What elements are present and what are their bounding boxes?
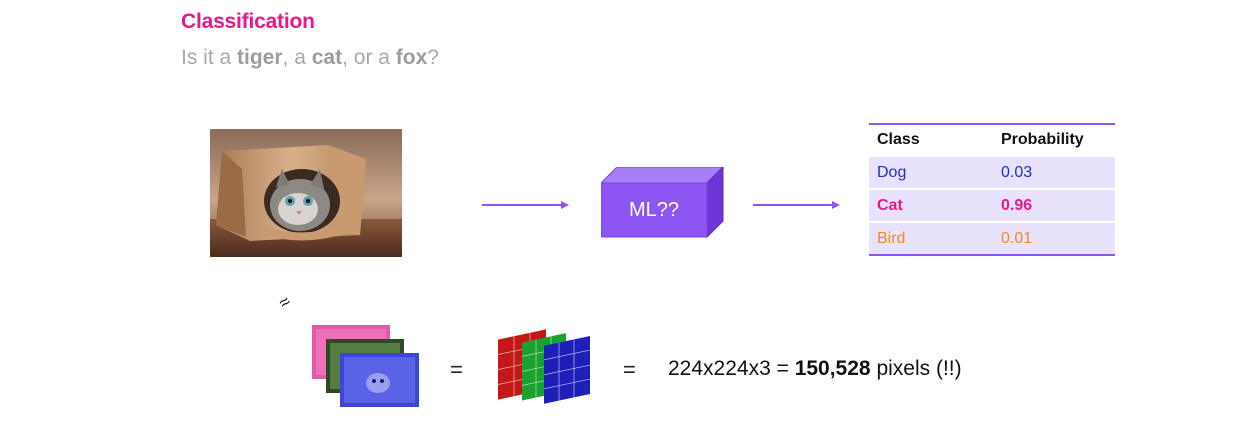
- table-row-cat: Cat 0.96: [869, 188, 1115, 222]
- formula-suffix: pixels (!!): [870, 357, 962, 380]
- subtitle-prefix: Is it a: [181, 46, 238, 69]
- subtitle-tiger: tiger: [237, 46, 283, 69]
- ml-model-label: ML??: [628, 199, 680, 221]
- equals-sign-2: =: [623, 357, 636, 382]
- subtitle-sep-2: , or a: [342, 46, 396, 69]
- slide-title: Classification: [181, 10, 315, 33]
- subtitle-sep-1: , a: [282, 46, 312, 69]
- table-row-bird: Bird 0.01: [869, 221, 1115, 256]
- prob-dog: 0.03: [993, 155, 1115, 189]
- subtitle-fox: fox: [395, 46, 428, 69]
- header-class: Class: [869, 123, 993, 156]
- rgb-channel-stack: [312, 325, 422, 414]
- approx-symbol: ≈: [274, 291, 295, 314]
- prob-cat: 0.96: [993, 188, 1115, 222]
- class-bird: Bird: [869, 221, 993, 256]
- table-row-dog: Dog 0.03: [869, 155, 1115, 189]
- ml-model-box: ML??: [599, 165, 725, 244]
- table-header-row: Class Probability: [869, 123, 1115, 156]
- pixel-matrices: [496, 328, 596, 413]
- class-dog: Dog: [869, 155, 993, 189]
- arrow-to-model-head: [561, 201, 569, 209]
- prob-bird: 0.01: [993, 221, 1115, 256]
- subtitle-suffix: ?: [427, 46, 439, 69]
- probability-table: Class Probability Dog 0.03 Cat 0.96 Bird…: [869, 123, 1115, 256]
- slide-subtitle: Is it a tiger, a cat, or a fox?: [181, 46, 439, 70]
- subtitle-cat: cat: [311, 46, 343, 69]
- pixel-count-formula: 224x224x3 = 150,528 pixels (!!): [668, 357, 962, 381]
- arrow-to-table-head: [832, 201, 840, 209]
- equals-sign-1: =: [450, 357, 463, 382]
- arrow-to-table: [753, 204, 833, 206]
- cat-in-bag-photo: [210, 129, 402, 257]
- class-cat: Cat: [869, 188, 993, 222]
- formula-value: 150,528: [794, 357, 871, 380]
- header-probability: Probability: [993, 123, 1115, 156]
- formula-prefix: 224x224x3 =: [668, 357, 795, 380]
- arrow-to-model: [482, 204, 562, 206]
